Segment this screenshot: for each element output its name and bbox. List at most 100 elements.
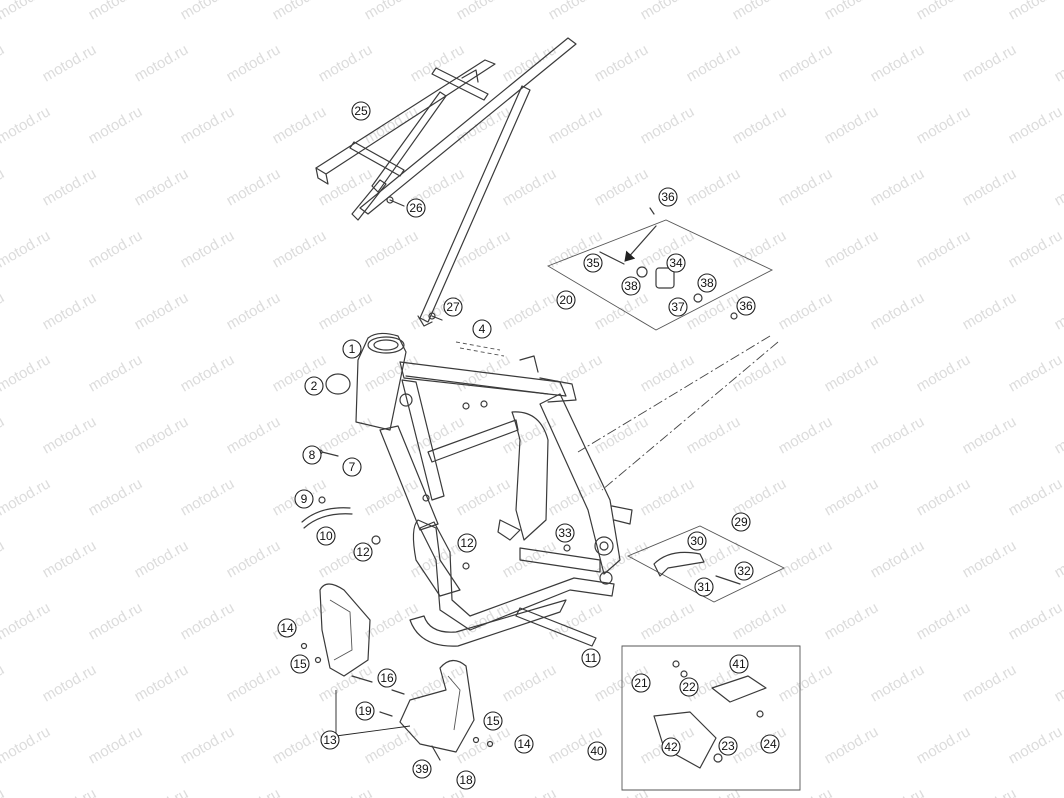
svg-text:10: 10 [319, 529, 333, 543]
callout-25: 25 [351, 101, 371, 121]
svg-text:12: 12 [356, 545, 370, 559]
watermark-text: motod.ru [362, 227, 422, 271]
watermark-text: motod.ru [500, 661, 560, 705]
watermark-text: motod.ru [776, 537, 836, 581]
watermark-text: motod.ru [868, 165, 928, 209]
watermark-text: motod.ru [132, 165, 192, 209]
callout-12a: 12 [353, 542, 373, 562]
watermark-text: motod.ru [86, 723, 146, 767]
svg-text:11: 11 [585, 651, 598, 665]
callout-41: 41 [729, 654, 749, 674]
watermark-text: motod.ru [822, 351, 882, 395]
watermark-text: motod.ru [776, 289, 836, 333]
watermark-text: motod.ru [822, 0, 882, 23]
watermark-text: motod.ru [0, 0, 53, 23]
watermark-text: motod.ru [40, 413, 100, 457]
callout-4: 4 [472, 319, 492, 339]
watermark-text: motod.ru [546, 351, 606, 395]
callout-27: 27 [443, 297, 463, 317]
callout-7: 7 [342, 457, 362, 477]
callout-32: 32 [734, 561, 754, 581]
watermark-text: motod.ru [224, 165, 284, 209]
callout-22: 22 [679, 677, 699, 697]
watermark-text: motod.ru [960, 41, 1020, 85]
watermark-text: motod.ru [178, 227, 238, 271]
watermark-text: motod.ru [178, 351, 238, 395]
callout-33: 33 [555, 523, 575, 543]
watermark-text: motod.ru [1052, 661, 1064, 705]
watermark-text: motod.ru [86, 599, 146, 643]
watermark-text: motod.ru [178, 0, 238, 23]
watermark-text: motod.ru [224, 413, 284, 457]
callout-36b: 36 [736, 296, 756, 316]
watermark-text: motod.ru [408, 785, 468, 798]
watermark-text: motod.ru [178, 103, 238, 147]
callout-11: 11 [581, 648, 601, 668]
svg-text:34: 34 [669, 256, 683, 270]
watermark-text: motod.ru [40, 785, 100, 798]
watermark-text: motod.ru [0, 165, 7, 209]
watermark-text: motod.ru [914, 351, 974, 395]
svg-text:29: 29 [734, 515, 748, 529]
callout-19: 19 [355, 701, 375, 721]
svg-text:14: 14 [280, 621, 294, 635]
svg-text:7: 7 [349, 460, 356, 474]
svg-text:21: 21 [634, 676, 648, 690]
svg-text:40: 40 [590, 744, 604, 758]
watermark-text: motod.ru [454, 599, 514, 643]
subframe-drawing [315, 37, 577, 327]
watermark-text: motod.ru [1006, 351, 1064, 395]
watermark-text: motod.ru [914, 0, 974, 23]
watermark-text: motod.ru [1006, 0, 1064, 23]
watermark-text: motod.ru [40, 537, 100, 581]
watermark-text: motod.ru [224, 41, 284, 85]
watermark-text: motod.ru [868, 785, 928, 798]
callout-38b: 38 [697, 273, 717, 293]
svg-text:37: 37 [671, 300, 685, 314]
watermark-text: motod.ru [914, 475, 974, 519]
watermark-text: motod.ru [0, 351, 53, 395]
watermark-text: motod.ru [638, 599, 698, 643]
svg-text:31: 31 [697, 580, 711, 594]
watermark-text: motod.ru [0, 599, 53, 643]
svg-text:41: 41 [732, 657, 746, 671]
watermark-text: motod.ru [316, 785, 376, 798]
svg-text:15: 15 [486, 714, 500, 728]
svg-text:30: 30 [690, 534, 704, 548]
callout-18: 18 [456, 770, 476, 790]
callout-36a: 36 [658, 187, 678, 207]
watermark-text: motod.ru [546, 103, 606, 147]
callout-39: 39 [412, 759, 432, 779]
svg-text:27: 27 [446, 300, 460, 314]
svg-text:35: 35 [586, 256, 600, 270]
watermark-text: motod.ru [500, 289, 560, 333]
watermark-text: motod.ru [1052, 165, 1064, 209]
watermark-text: motod.ru [960, 289, 1020, 333]
svg-text:16: 16 [380, 671, 394, 685]
watermark-text: motod.ru [0, 227, 53, 271]
watermark-text: motod.ru [914, 103, 974, 147]
watermark-text: motod.ru [960, 413, 1020, 457]
svg-text:4: 4 [479, 322, 486, 336]
watermark-text: motod.ru [132, 785, 192, 798]
watermark-text: motod.ru [730, 599, 790, 643]
watermark-text: motod.ru [270, 0, 330, 23]
watermark-text: motod.ru [1052, 413, 1064, 457]
svg-text:23: 23 [721, 739, 735, 753]
watermark-text: motod.ru [776, 661, 836, 705]
callout-23: 23 [718, 736, 738, 756]
svg-text:18: 18 [459, 773, 473, 787]
watermark-text: motod.ru [1006, 599, 1064, 643]
watermark-text: motod.ru [730, 723, 790, 767]
svg-text:24: 24 [763, 737, 777, 751]
watermark-text: motod.ru [1052, 41, 1064, 85]
watermark-text: motod.ru [454, 723, 514, 767]
watermark-text: motod.ru [1052, 537, 1064, 581]
watermark-text: motod.ru [362, 723, 422, 767]
callout-38a: 38 [621, 276, 641, 296]
watermark-text: motod.ru [592, 41, 652, 85]
watermark-text: motod.ru [638, 103, 698, 147]
callout-14a: 14 [277, 618, 297, 638]
watermark-text: motod.ru [914, 723, 974, 767]
watermark-text: motod.ru [776, 785, 836, 798]
